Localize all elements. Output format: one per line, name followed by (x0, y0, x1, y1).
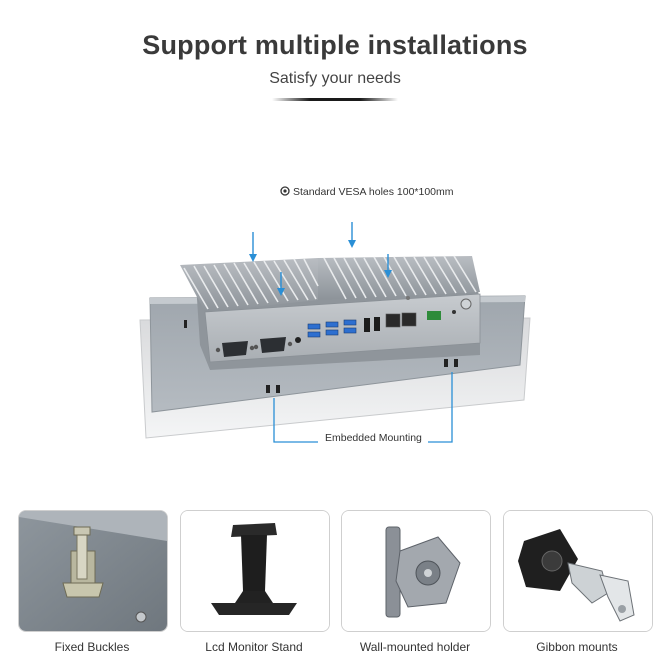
gibbon-mount-image (504, 511, 652, 631)
serial-port-2 (253, 337, 293, 353)
mounting-slot-right (444, 359, 458, 367)
installation-card-fixed-buckles[interactable] (18, 510, 168, 632)
video-ports (364, 317, 380, 332)
page-subtitle: Satisfy your needs (269, 70, 401, 87)
page-title: Support multiple installations (142, 30, 528, 60)
power-button (460, 298, 472, 310)
vesa-callout: Standard VESA holes 100*100mm (280, 186, 454, 198)
embedded-label: Embedded Mounting (325, 432, 422, 444)
installation-card-gibbon-mount[interactable] (503, 510, 653, 632)
vesa-label: Standard VESA holes 100*100mm (293, 186, 454, 198)
panel-pc-back-illustration: Standard VESA holes 100*100mm (139, 186, 531, 444)
subtitle-underline (272, 98, 398, 101)
caption-gibbon-mount: Gibbon mounts (536, 640, 618, 654)
mounting-slot-left (266, 385, 280, 393)
lan-ports (385, 312, 417, 328)
wall-mount-image (342, 511, 490, 631)
heatsink-box (180, 255, 481, 370)
monitor-stand-image (181, 511, 329, 631)
caption-fixed-buckles: Fixed Buckles (54, 640, 130, 654)
usb-ports (307, 319, 357, 338)
power-terminal (427, 311, 441, 320)
vesa-arrows (249, 222, 392, 296)
caption-monitor-stand: Lcd Monitor Stand (205, 640, 303, 654)
fixed-buckles-image (19, 511, 167, 631)
embedded-mounting-callout: Embedded Mounting (273, 372, 453, 444)
installation-card-wall-mount[interactable] (341, 510, 491, 632)
installation-card-monitor-stand[interactable] (180, 510, 330, 632)
serial-port-1 (215, 341, 255, 357)
audio-jack (295, 337, 301, 343)
caption-wall-mount: Wall-mounted holder (359, 640, 471, 654)
